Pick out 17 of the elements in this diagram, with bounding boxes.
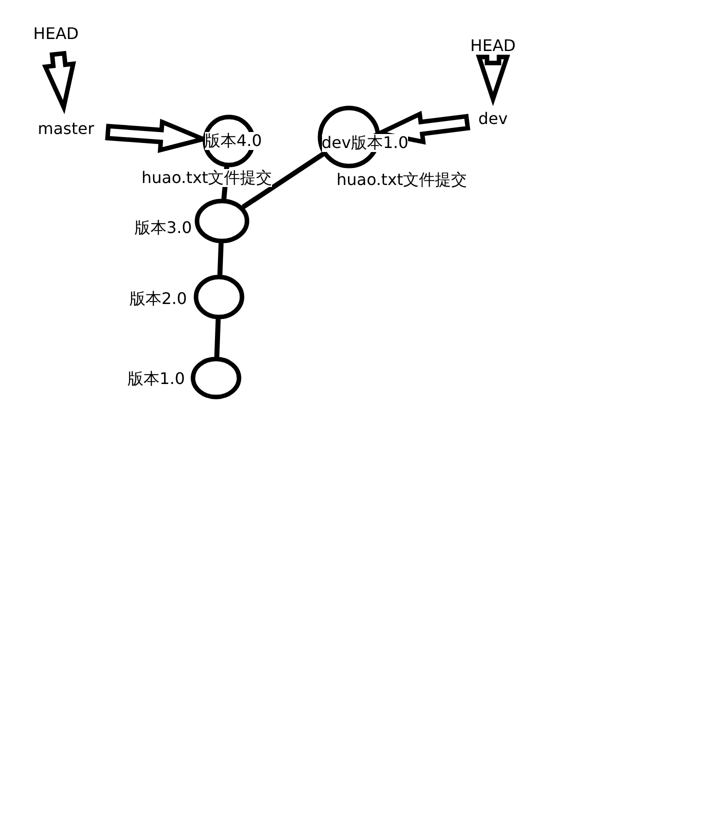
version-label: 版本2.0: [130, 290, 187, 308]
head-label: HEAD: [467, 36, 519, 56]
version-label: 版本3.0: [134, 219, 192, 237]
block-arrow: [476, 54, 510, 106]
block-arrow: [372, 110, 470, 145]
commit-note: huao.txt文件提交: [142, 169, 272, 187]
commit-note: huao.txt文件提交: [336, 171, 468, 189]
branch-label: dev: [477, 109, 509, 129]
commit-link: [217, 242, 224, 276]
commit-link: [242, 152, 324, 210]
version-label: 版本4.0: [204, 132, 262, 150]
block-arrow: [42, 50, 76, 114]
version-label: dev版本1.0: [322, 134, 408, 152]
commit-link: [214, 318, 221, 358]
version-label: 版本1.0: [128, 370, 185, 388]
head-label: HEAD: [30, 24, 82, 44]
branch-label: master: [36, 119, 96, 139]
